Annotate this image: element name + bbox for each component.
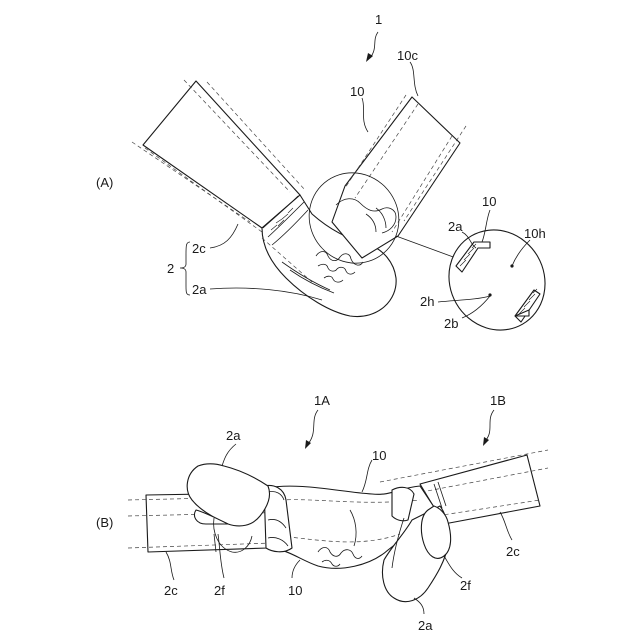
label-b-10-bottom: 10 [288,583,302,598]
panel-label-b: (B) [96,515,113,530]
label-b-2a-left: 2a [226,428,241,443]
ref-1a-arrow [308,410,318,444]
label-2c: 2c [192,241,206,256]
label-detail-2h: 2h [420,294,434,309]
label-detail-2b: 2b [444,316,458,331]
label-10: 10 [350,84,364,99]
label-detail-10h: 10h [524,226,546,241]
figure-a: (A) 1 10c 10 2 2c 2a 2a 10 10h 2h 2b [96,12,563,348]
brace-2 [180,242,190,295]
label-b-10-top: 10 [372,448,386,463]
left-sleeve [132,80,305,232]
label-b-2a-bottom: 2a [418,618,433,633]
label-2a: 2a [192,282,207,297]
label-1: 1 [375,12,382,27]
leader-10c [410,62,418,96]
leader-10 [362,98,368,132]
ref-1b-arrow [486,410,494,440]
leader-b-2a-top [222,444,236,466]
label-b-2f-right: 2f [460,578,471,593]
figure-b: (B) 1A 1B 2a 10 2c 2c 2f 10 2f 2a [96,393,548,633]
ref-1b-arrowhead [483,437,489,446]
leader-b-10-top [362,460,372,492]
panel-label-a: (A) [96,175,113,190]
label-1b: 1B [490,393,506,408]
leader-b-2a-bottom [414,598,424,614]
ref-1-arrow [370,32,378,58]
leader-b-10-bottom [292,560,300,578]
label-b-2f-left: 2f [214,583,225,598]
label-b-2c-left: 2c [164,583,178,598]
label-10c: 10c [397,48,418,63]
label-detail-10: 10 [482,194,496,209]
leader-b-2c-left [166,552,174,580]
magnify-leader [396,236,456,258]
label-b-2c-right: 2c [506,544,520,559]
label-1a: 1A [314,393,330,408]
leader-b-2f-right [444,556,462,578]
label-detail-2a: 2a [448,219,463,234]
leader-2c [210,224,238,248]
label-2: 2 [167,261,174,276]
inner-glove-tube [332,95,466,258]
leader-b-2c-right [500,512,512,540]
